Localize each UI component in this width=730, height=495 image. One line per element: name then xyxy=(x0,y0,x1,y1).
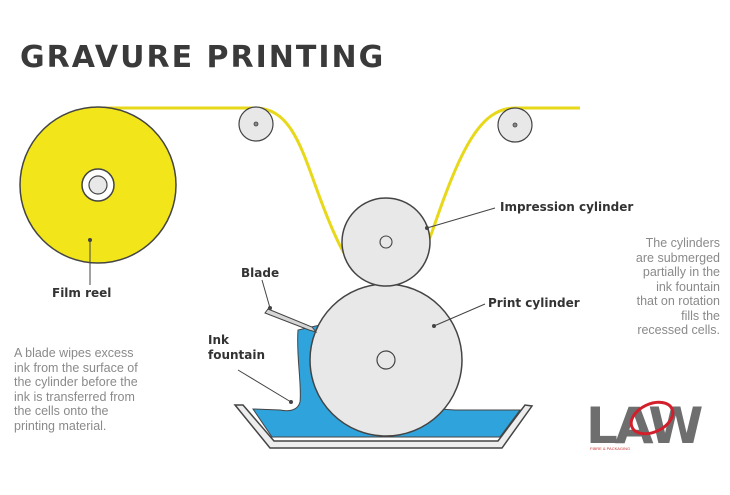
note-left-line: ink from the surface of xyxy=(14,360,138,375)
label-impression-cylinder: Impression cylinder xyxy=(500,200,634,214)
note-left-line: ink is transferred from xyxy=(14,389,135,404)
note-right: The cylinders are submerged partially in… xyxy=(636,236,720,338)
note-left-line: A blade wipes excess xyxy=(14,346,134,360)
label-ink-fountain-line1: Ink xyxy=(208,333,229,347)
print-cylinder-center xyxy=(376,350,396,370)
leader-film-reel-dot xyxy=(88,238,92,242)
leader-print xyxy=(433,303,486,327)
leader-print-dot xyxy=(432,324,436,328)
note-left-line: printing material. xyxy=(14,418,107,433)
leader-blade xyxy=(261,279,271,309)
leader-ink-dot xyxy=(289,400,293,404)
law-logo: LAW xyxy=(586,397,705,455)
blade xyxy=(264,308,318,333)
note-left-line: the cells onto the xyxy=(14,404,109,418)
note-right-line: The cylinders xyxy=(645,236,720,250)
label-ink-fountain-line2: fountain xyxy=(208,348,266,362)
label-blade: Blade xyxy=(241,266,280,280)
leader-impression-dot xyxy=(425,226,429,230)
label-ink-fountain: Ink fountain xyxy=(208,333,265,363)
leader-ink xyxy=(237,369,292,403)
guide-roller-left-center xyxy=(253,121,259,127)
guide-roller-right-center xyxy=(512,122,518,128)
logo-swoosh xyxy=(629,400,675,436)
logo-subtext: FIBRE & PACKAGING xyxy=(590,446,631,451)
note-right-line: recessed cells. xyxy=(637,323,720,337)
note-left-line: the cylinder before the xyxy=(14,375,138,389)
ink-tray xyxy=(233,404,534,449)
note-right-line: ink fountain xyxy=(656,279,720,294)
note-left: A blade wipes excess ink from the surfac… xyxy=(14,346,138,433)
note-right-line: fills the xyxy=(681,308,720,323)
leader-blade-dot xyxy=(268,306,272,310)
label-film-reel: Film reel xyxy=(52,286,112,300)
note-right-line: partially in the xyxy=(642,265,720,279)
film-reel-hub-inner xyxy=(88,175,108,195)
label-print-cylinder: Print cylinder xyxy=(488,296,580,310)
impression-cylinder-center xyxy=(379,235,393,249)
leader-impression xyxy=(426,207,496,229)
page-title: GRAVURE PRINTING xyxy=(20,40,386,75)
note-right-line: that on rotation xyxy=(636,294,720,308)
note-right-line: are submerged xyxy=(635,250,720,265)
